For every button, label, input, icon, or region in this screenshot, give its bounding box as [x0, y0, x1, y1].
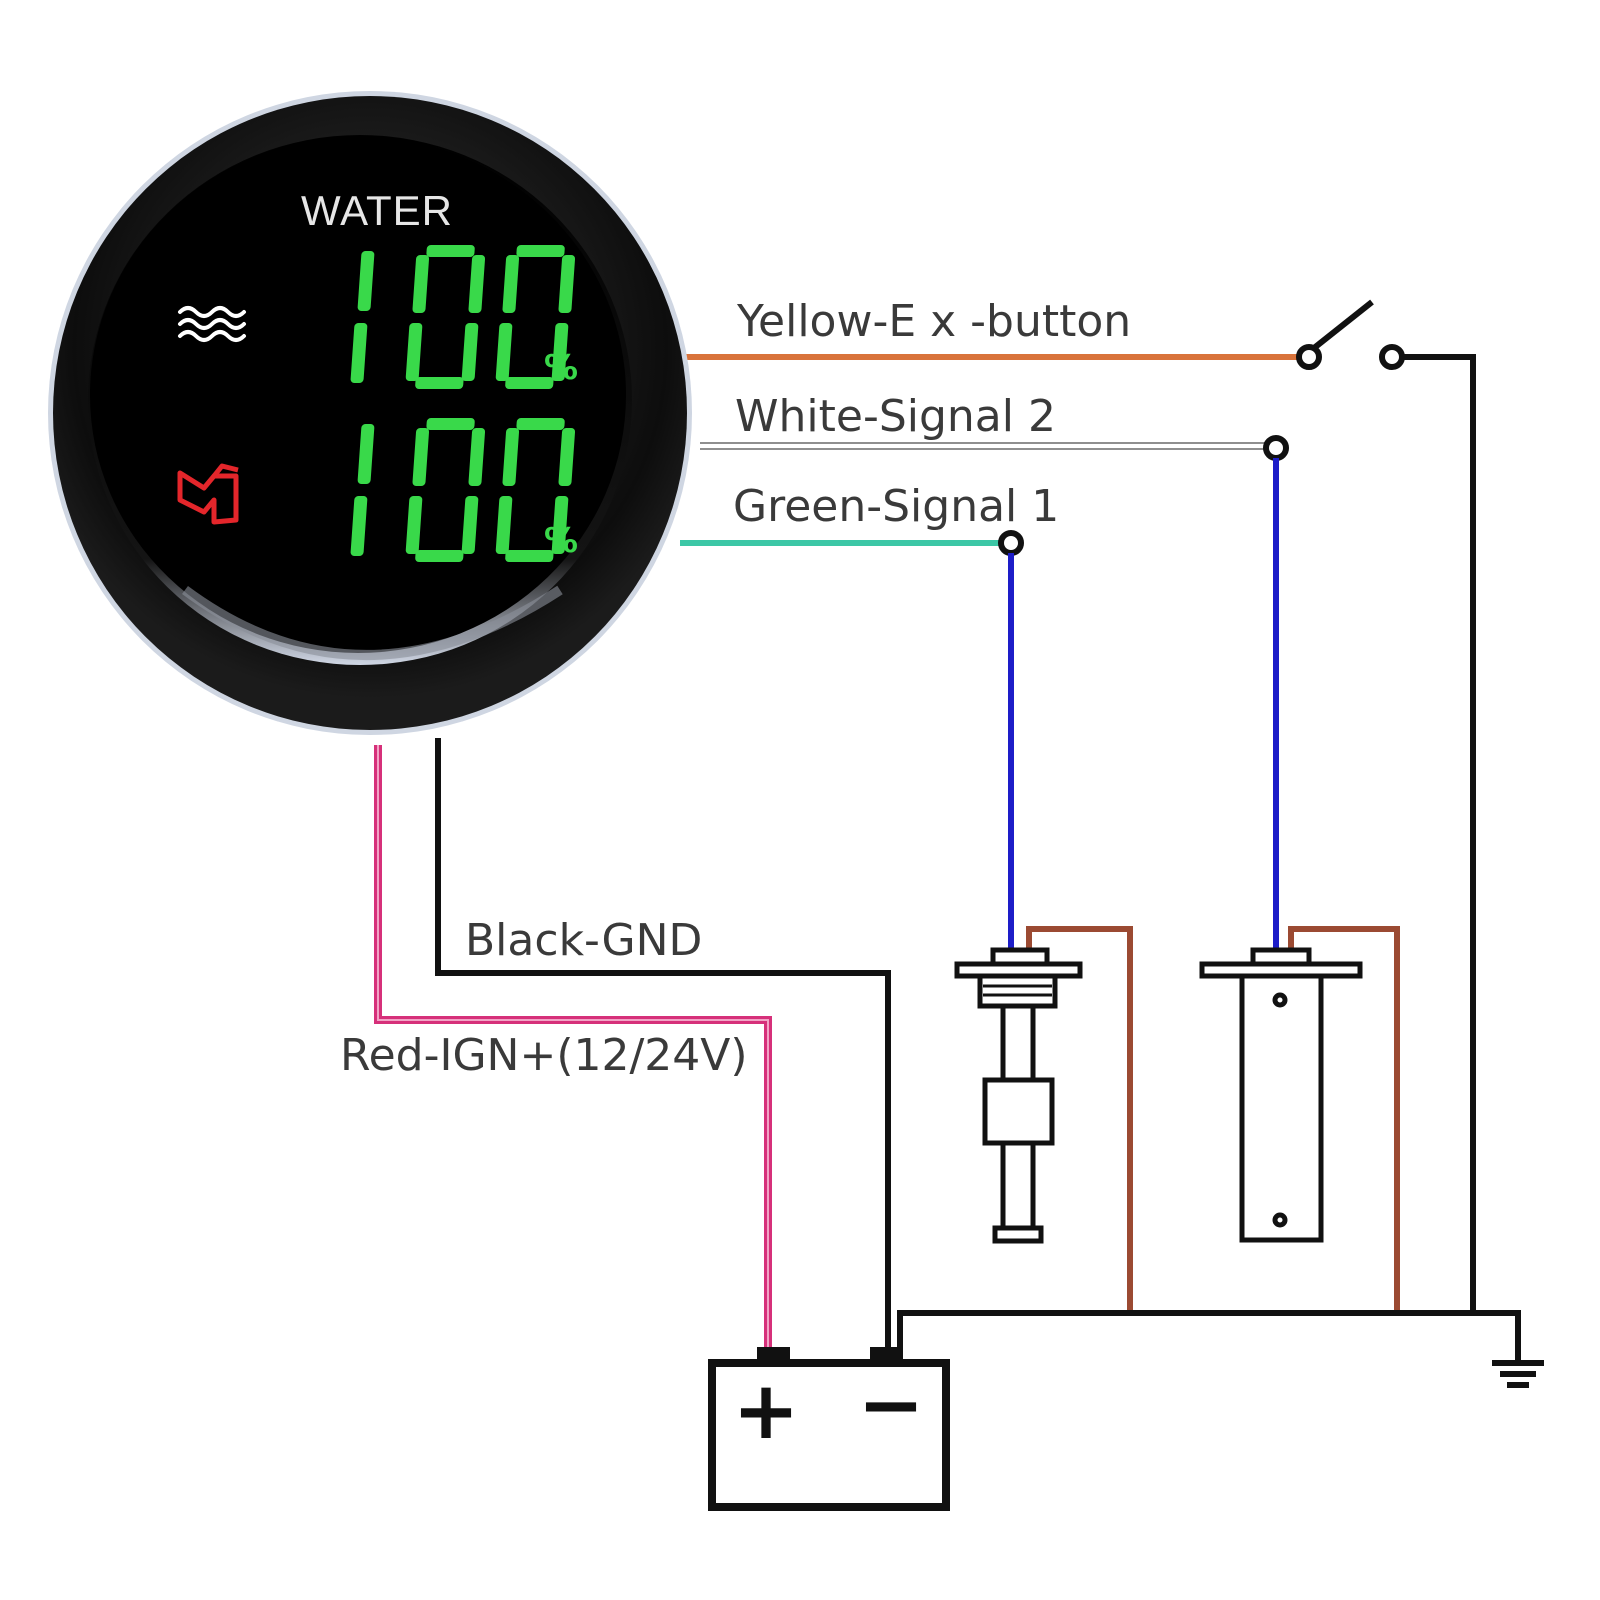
white-wire-terminal	[1263, 435, 1289, 461]
reading-1-unit: %	[544, 348, 578, 388]
gauge-title: WATER	[301, 187, 453, 234]
battery-negative-icon: −	[857, 1358, 924, 1451]
tube-level-sensor	[1199, 947, 1363, 1243]
sensor2-return-wire	[1288, 926, 1400, 1313]
water-waves-icon	[178, 306, 246, 342]
black-gnd-wire	[435, 738, 891, 1352]
water-level-gauge: WATER 100 % 100 %	[48, 91, 692, 735]
ground-symbol-icon	[1492, 1360, 1544, 1388]
battery-positive-icon: +	[732, 1364, 799, 1457]
green-wire-label: Green-Signal 1	[733, 481, 1059, 532]
reading-2-unit: %	[544, 521, 578, 561]
float-level-sensor	[954, 947, 1083, 1244]
yellow-wire-label: Yellow-E x -button	[736, 296, 1131, 347]
battery: + −	[708, 1347, 950, 1511]
red-ign-label: Red-IGN+(12/24V)	[340, 1030, 748, 1081]
sensor1-return-wire	[1026, 926, 1133, 1313]
ground-bus	[897, 1310, 1521, 1360]
switch-ground-wire	[1402, 354, 1476, 1313]
ex-button-switch	[1296, 299, 1405, 370]
waste-tank-icon	[177, 463, 239, 525]
green-wire-terminal	[998, 530, 1024, 556]
white-wire-label: White-Signal 2	[735, 391, 1056, 442]
black-gnd-label: Black-GND	[465, 915, 702, 966]
